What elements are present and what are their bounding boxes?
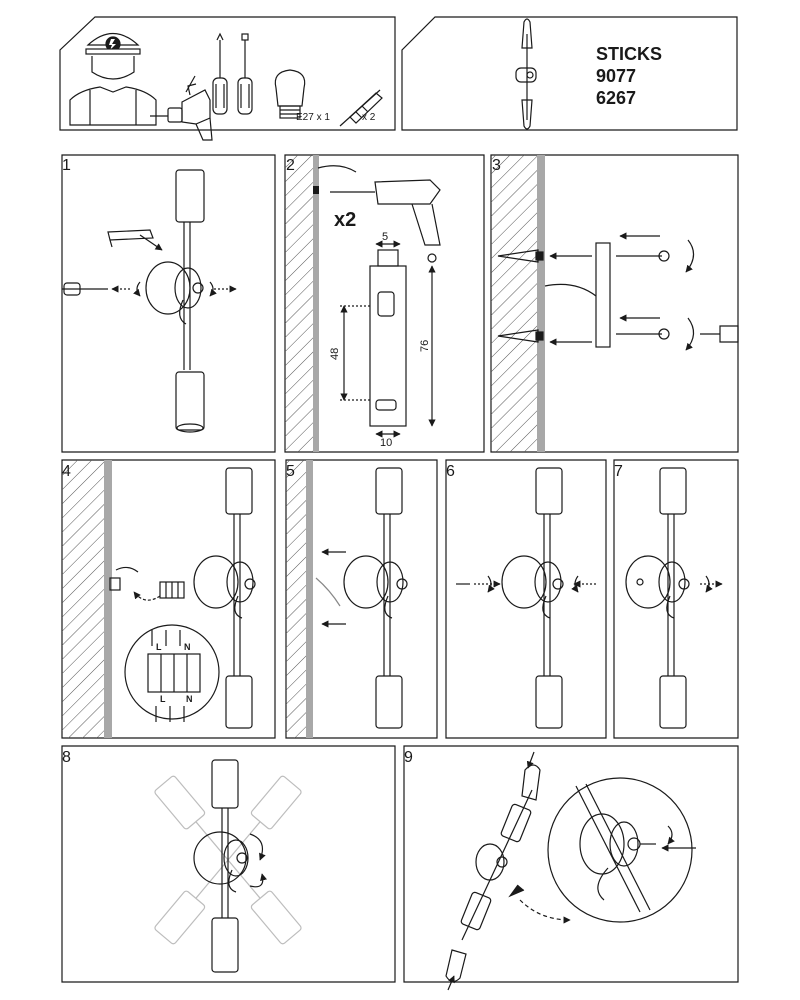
screw-bottom-icon: [616, 328, 670, 340]
step-8-number: 8: [62, 749, 71, 766]
screwdriver-phillips-icon: [212, 32, 228, 115]
wall-anchor-bottom-icon: [497, 329, 544, 343]
dimension-total-height: 76: [419, 340, 431, 352]
step-9-number: 9: [404, 749, 413, 766]
screwdriver-phillips-icon: [700, 325, 739, 343]
fixture-mounted-drawing: [343, 467, 408, 729]
step-4-number: 4: [62, 463, 71, 480]
tools-panel: [59, 16, 396, 141]
dimension-bottom: 10: [380, 437, 392, 449]
step-8-panel: [61, 745, 396, 983]
step-1-number: 1: [62, 157, 71, 174]
step-6-number: 6: [446, 463, 455, 480]
step-5-panel: [285, 459, 438, 739]
fixture-mounted-drawing: [625, 467, 690, 729]
fixture-mounted-drawing: [193, 467, 256, 729]
step-3-panel: [490, 154, 739, 453]
bracket-side-drawing: [595, 242, 611, 348]
wall-anchor-top-icon: [497, 249, 544, 263]
mounting-bracket-drawing: [107, 229, 154, 248]
bulb-icon: [274, 69, 306, 119]
dimension-inner-height: 48: [329, 348, 341, 360]
terminal-n-top: N: [184, 642, 191, 652]
step-5-number: 5: [286, 463, 295, 480]
bulb-quantity: E27 x 1: [296, 112, 330, 123]
fixture-mounted-drawing: [501, 467, 564, 729]
step-1-panel: [61, 154, 276, 453]
step-2-panel: [284, 154, 485, 453]
terminal-l-top: L: [156, 642, 162, 652]
model-name: STICKS: [596, 44, 662, 64]
screwdriver-phillips-icon: [62, 282, 108, 296]
anchor-quantity: x 2: [362, 112, 376, 123]
model-code-2: 6267: [596, 88, 636, 108]
dimension-width: 5: [382, 231, 388, 243]
step-4-panel: [61, 459, 276, 739]
step-2-number: 2: [286, 157, 295, 174]
wall-anchor-icon: [339, 89, 383, 127]
wiring-detail-circle: [124, 624, 220, 722]
product-thumbnail-icon: [515, 18, 537, 130]
fixture-assembled-drawing: [145, 169, 205, 433]
bulb-detail-circle: [547, 777, 693, 923]
drill-icon: [330, 179, 441, 263]
drill-hole-multiplier: x2: [334, 209, 356, 231]
step-6-panel: [445, 459, 607, 739]
terminal-block-drawing: [159, 581, 185, 599]
model-code-1: 9077: [596, 66, 636, 86]
terminal-n-bottom: N: [186, 694, 193, 704]
step-9-panel: [403, 745, 739, 991]
product-panel: [401, 16, 738, 131]
terminal-l-bottom: L: [160, 694, 166, 704]
fixture-angled-drawing: [445, 764, 541, 983]
step-7-panel: [613, 459, 739, 739]
screw-top-icon: [616, 250, 670, 262]
drill-icon: [150, 75, 213, 141]
bracket-dimension-drawing: [340, 240, 436, 438]
electrician-icon: [69, 32, 157, 126]
screwdriver-flat-icon: [237, 33, 253, 115]
step-7-number: 7: [614, 463, 623, 480]
fixture-vertical-drawing: [193, 759, 249, 973]
step-3-number: 3: [492, 157, 501, 174]
